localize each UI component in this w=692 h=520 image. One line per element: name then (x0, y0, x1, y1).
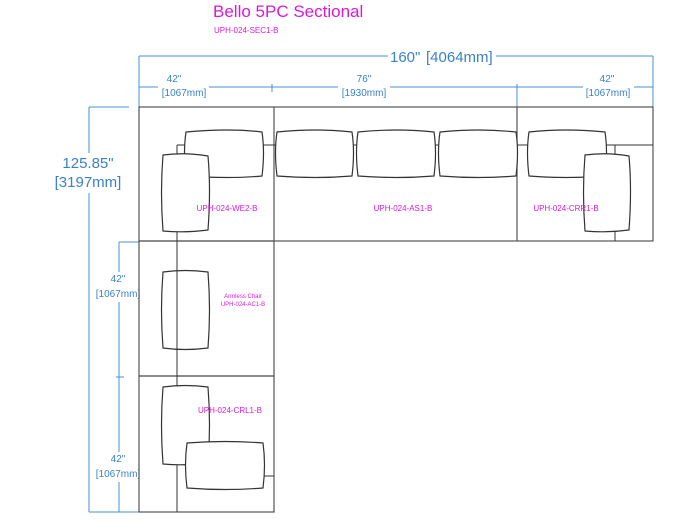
ac1-label-line2: UPH-024-AC1-B (221, 302, 265, 308)
ac1-label-line1: Armless Chair (224, 294, 262, 300)
left-middle-inches: 42" (111, 274, 126, 285)
overall-depth-dimension: 125.85" [3197mm] (55, 106, 139, 513)
diagram-title: Bello 5PC Sectional (213, 2, 363, 21)
we2-label: UPH-024-WE2-B (197, 204, 258, 213)
diagram-sku: UPH-024-SEC1-B (214, 26, 278, 35)
piece-ac1: Armless Chair UPH-024-AC1-B (160, 241, 265, 376)
as1-label: UPH-024-AS1-B (374, 204, 433, 213)
overall-width-inches: 160" (390, 49, 420, 66)
crl1-label: UPH-024-CRL1-B (198, 406, 262, 415)
left-middle-mm: [1067mm] (96, 289, 141, 300)
piece-crl1: UPH-024-CRL1-B (160, 384, 266, 491)
left-bottom-inches: 42" (111, 454, 126, 465)
left-segment-dimensions: 42" [1067mm] 42" [1067mm] (96, 241, 141, 512)
piece-crr1: UPH-024-CRR1-B (526, 129, 632, 233)
piece-we2: UPH-024-WE2-B (160, 129, 265, 233)
top-right-inches: 42" (600, 74, 615, 85)
overall-width-mm: [4064mm] (426, 49, 493, 66)
left-bottom-mm: [1067mm] (96, 469, 141, 480)
top-segment-dimensions: 42" [1067mm] 76" [1930mm] 42" [1067mm] (139, 74, 653, 108)
piece-as1: UPH-024-AS1-B (274, 129, 519, 213)
top-left-mm: [1067mm] (162, 88, 207, 99)
overall-depth-mm: [3197mm] (55, 174, 122, 191)
crr1-label: UPH-024-CRR1-B (533, 204, 598, 213)
top-right-mm: [1067mm] (586, 88, 631, 99)
top-left-inches: 42" (167, 74, 182, 85)
overall-width-dimension: 160" [4064mm] (138, 49, 654, 108)
overall-depth-inches: 125.85" (62, 155, 113, 172)
top-middle-inches: 76" (357, 74, 372, 85)
top-middle-mm: [1930mm] (342, 88, 387, 99)
